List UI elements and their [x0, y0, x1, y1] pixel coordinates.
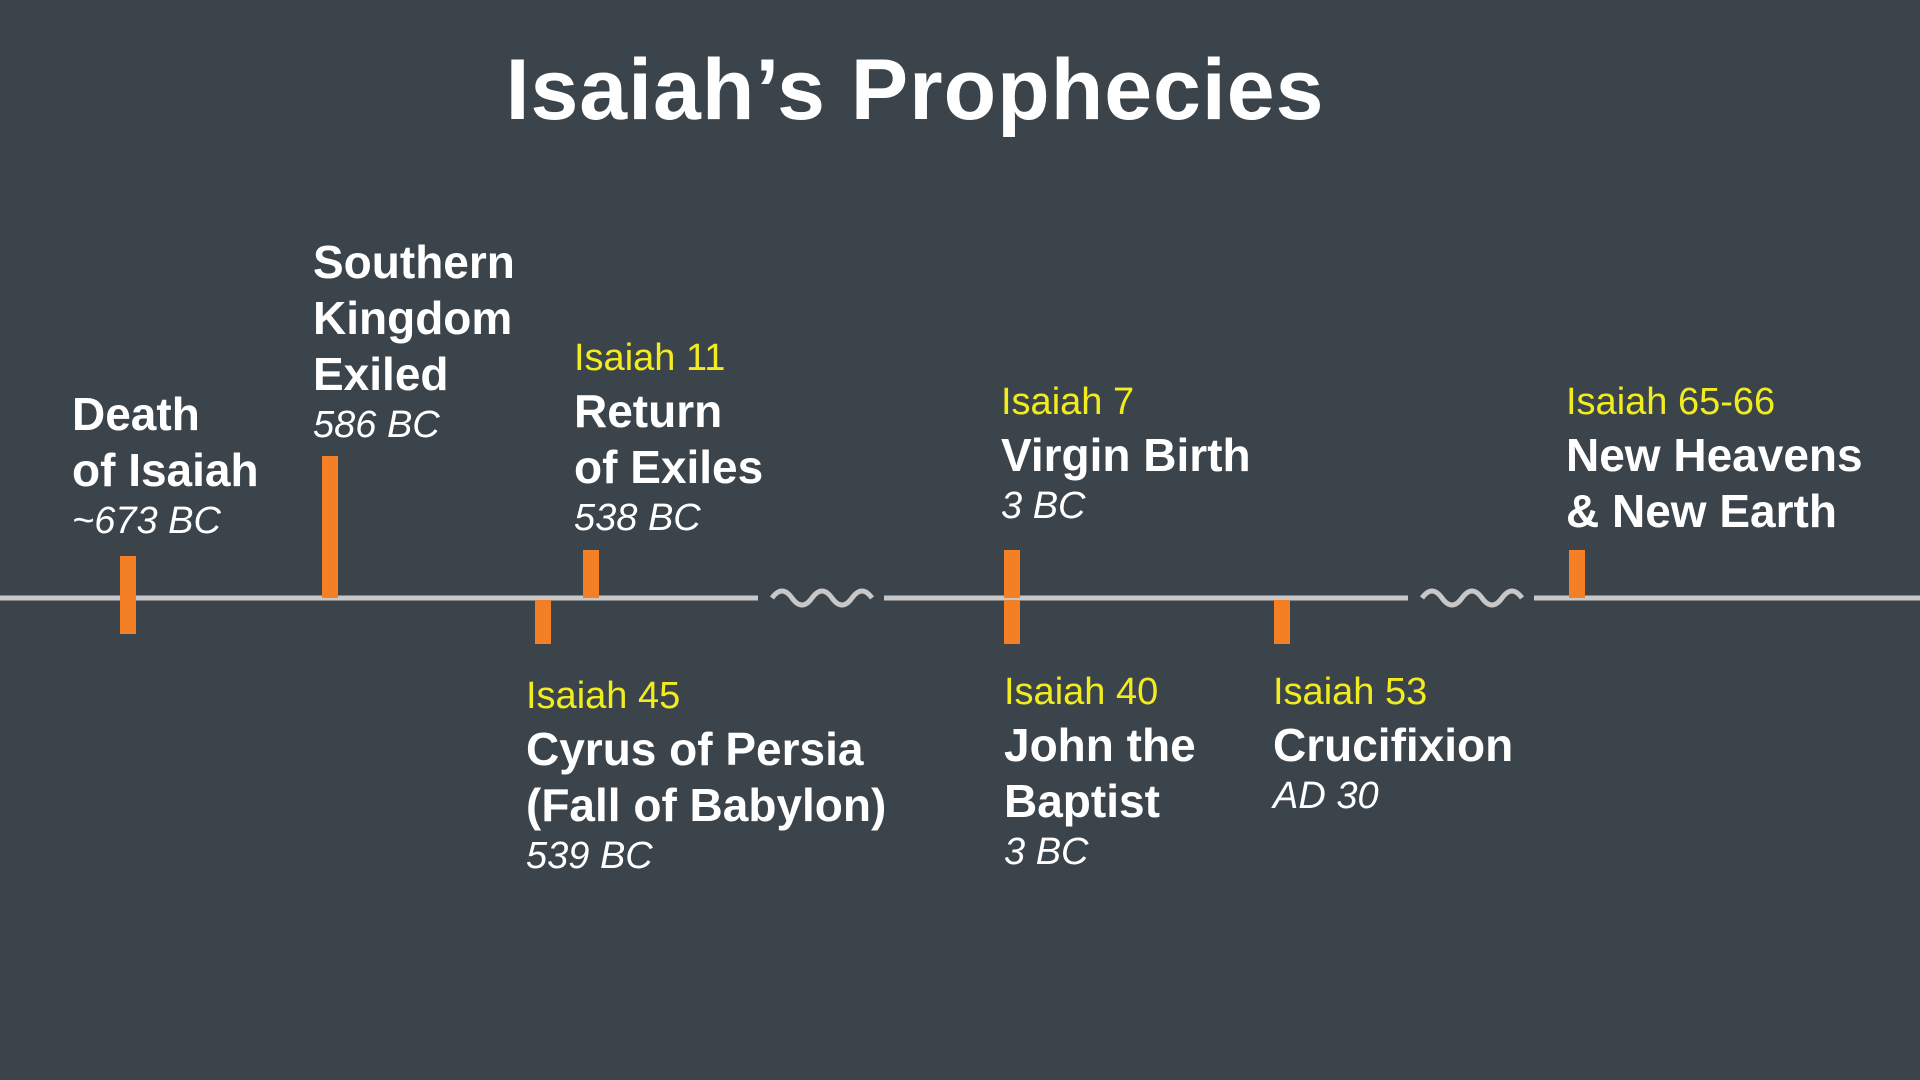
event-name-line: Crucifixion	[1273, 719, 1514, 771]
event-name-line: of Exiles	[574, 441, 764, 493]
event-marker-death-of-isaiah	[120, 556, 136, 634]
event-name-line: Exiled	[313, 348, 449, 400]
event-reference: Isaiah 65-66	[1566, 381, 1776, 423]
event-marker-john-the-baptist	[1004, 600, 1020, 644]
event-marker-virgin-birth	[1004, 550, 1020, 598]
event-date: 3 BC	[1001, 485, 1086, 527]
event-name-line: John the	[1004, 719, 1196, 771]
event-name-line: (Fall of Babylon)	[526, 779, 887, 831]
event-southern-kingdom-exiled: Southern Kingdom Exiled 586 BC	[313, 234, 515, 448]
event-name-line: Death	[72, 388, 200, 440]
event-reference: Isaiah 40	[1004, 671, 1159, 713]
event-marker-crucifixion	[1274, 600, 1290, 644]
event-new-heavens: Isaiah 65-66 New Heavens & New Earth	[1566, 377, 1863, 539]
event-return-of-exiles: Isaiah 11 Return of Exiles 538 BC	[574, 333, 763, 541]
event-name-line: Southern	[313, 236, 515, 288]
event-name-line: Cyrus of Persia	[526, 723, 864, 775]
event-name-line: Baptist	[1004, 775, 1160, 827]
event-cyrus-of-persia: Isaiah 45 Cyrus of Persia (Fall of Babyl…	[526, 671, 886, 879]
event-name-line: New Heavens	[1566, 429, 1863, 481]
event-virgin-birth: Isaiah 7 Virgin Birth 3 BC	[1001, 377, 1251, 529]
event-date: 3 BC	[1004, 831, 1089, 873]
event-name-line: & New Earth	[1566, 485, 1837, 537]
event-name-line: Kingdom	[313, 292, 513, 344]
event-date: 586 BC	[313, 404, 440, 446]
page-title: Isaiah’s Prophecies	[505, 42, 1325, 138]
event-death-of-isaiah: Death of Isaiah ~673 BC	[72, 386, 259, 544]
event-marker-new-heavens	[1569, 550, 1585, 598]
event-john-the-baptist: Isaiah 40 John the Baptist 3 BC	[1004, 667, 1196, 875]
event-date: 538 BC	[574, 497, 701, 539]
timeline-break-icon	[769, 588, 875, 608]
event-reference: Isaiah 53	[1273, 671, 1428, 713]
event-reference: Isaiah 7	[1001, 381, 1135, 423]
event-crucifixion: Isaiah 53 Crucifixion AD 30	[1273, 667, 1513, 819]
event-date: AD 30	[1273, 775, 1379, 817]
event-name-line: of Isaiah	[72, 444, 259, 496]
timeline-break-icon	[1419, 588, 1525, 608]
event-date: 539 BC	[526, 835, 653, 877]
event-reference: Isaiah 45	[526, 675, 681, 717]
event-date: ~673 BC	[72, 500, 221, 542]
event-marker-cyrus-of-persia	[535, 600, 551, 644]
event-marker-return-of-exiles	[583, 550, 599, 598]
event-marker-southern-kingdom-exiled	[322, 456, 338, 598]
event-name-line: Virgin Birth	[1001, 429, 1251, 481]
event-name-line: Return	[574, 385, 723, 437]
event-reference: Isaiah 11	[574, 337, 726, 379]
